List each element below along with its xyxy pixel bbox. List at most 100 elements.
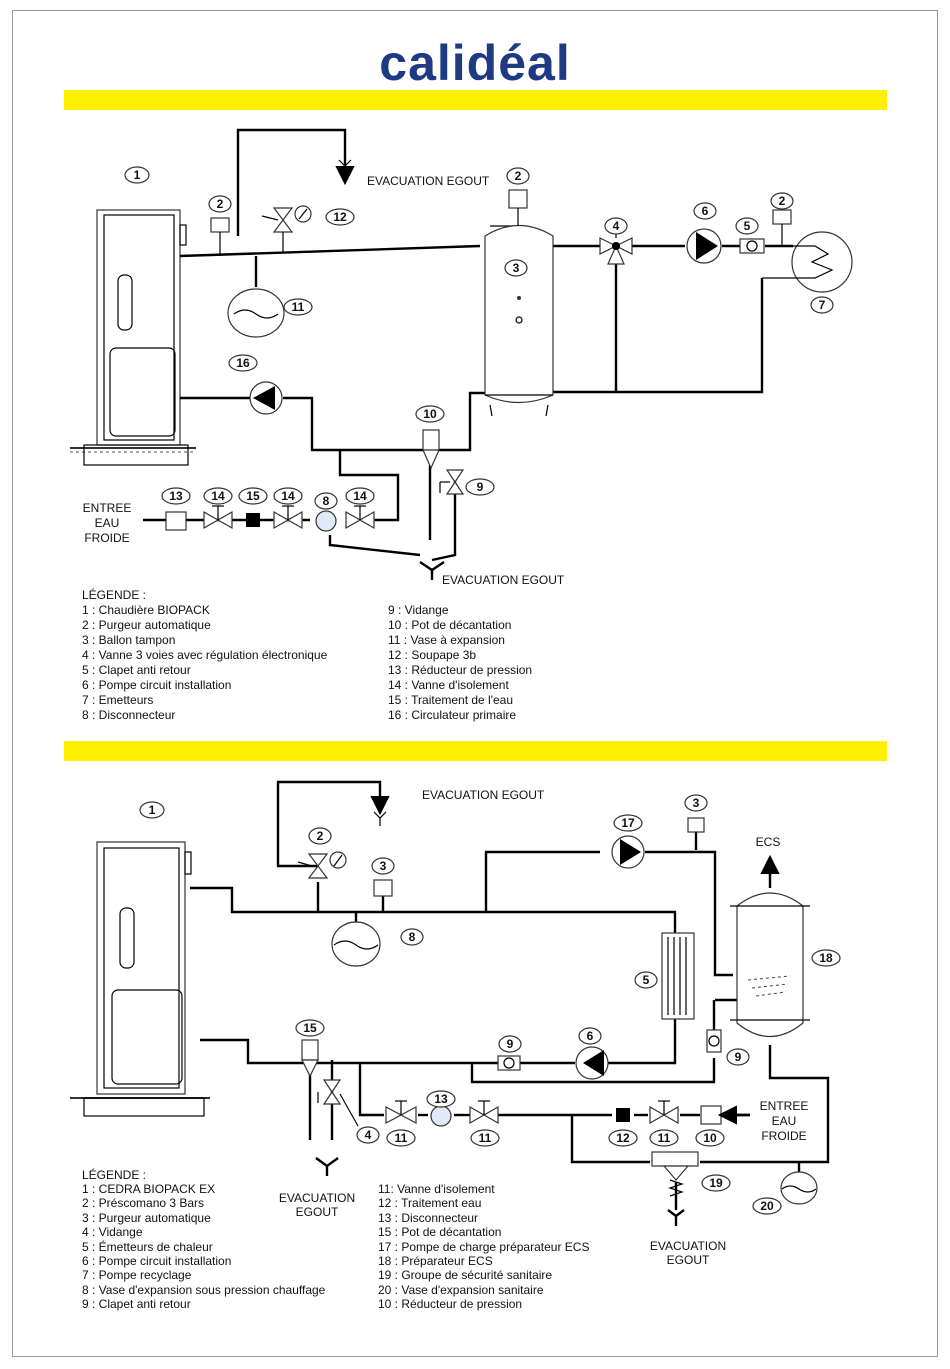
svg-text:17: 17 (621, 816, 635, 830)
callout: 13 (426, 1090, 456, 1108)
svg-text:14: 14 (211, 489, 225, 503)
svg-text:15 : Pot de décantation: 15 : Pot de décantation (378, 1225, 501, 1239)
svg-text:13 : Réducteur de pression: 13 : Réducteur de pression (388, 663, 532, 677)
svg-text:11: 11 (658, 1131, 671, 1145)
three-way-valve-icon (599, 228, 633, 265)
buffer-tank-3 (484, 225, 554, 417)
svg-text:11: Vanne d'isolement: 11: Vanne d'isolement (378, 1182, 495, 1196)
diagram-2: EVACUATION EGOUT EVACUATION EGOUT EVACUA… (70, 780, 841, 1311)
svg-text:3: 3 (380, 859, 387, 873)
svg-text:12 : Traitement eau: 12 : Traitement eau (378, 1196, 481, 1210)
callout: 8 (314, 492, 338, 510)
svg-text:4 : Vidange: 4 : Vidange (82, 1225, 143, 1239)
svg-text:4: 4 (365, 1128, 372, 1142)
svg-text:19: 19 (709, 1176, 723, 1190)
callout: 4 (356, 1126, 380, 1144)
drain-icon (373, 811, 387, 826)
legend-title: LÉGENDE : (82, 1167, 146, 1182)
svg-text:18: 18 (819, 951, 833, 965)
callout: 15 (295, 1019, 325, 1037)
callout: 2 (308, 827, 332, 845)
disconnector-icon (430, 1105, 452, 1127)
callout: 1 (124, 166, 150, 184)
callout: 9 (498, 1035, 522, 1053)
drain-icon (419, 561, 445, 580)
svg-text:10 : Pot de décantation: 10 : Pot de décantation (388, 618, 511, 632)
disconnector-icon (315, 510, 337, 532)
svg-text:1 : CEDRA BIOPACK EX: 1 : CEDRA BIOPACK EX (82, 1182, 215, 1196)
callout: 5 (735, 217, 759, 235)
svg-text:8: 8 (323, 494, 330, 508)
svg-text:14: 14 (281, 489, 295, 503)
svg-text:1 : Chaudière BIOPACK: 1 : Chaudière BIOPACK (82, 603, 210, 617)
isolation-valve-icon (469, 1100, 499, 1125)
svg-text:15: 15 (246, 489, 260, 503)
pump-icon (686, 228, 722, 264)
svg-text:5: 5 (643, 973, 650, 987)
isolation-valve-icon (203, 505, 233, 530)
drain-label: EVACUATION (279, 1191, 355, 1205)
svg-text:7 : Pompe recyclage: 7 : Pompe recyclage (82, 1268, 192, 1282)
legend-left: 1 : Chaudière BIOPACK 2 : Purgeur automa… (82, 603, 328, 722)
drain-label: EVACUATION EGOUT (442, 573, 565, 587)
svg-text:3 : Purgeur automatique: 3 : Purgeur automatique (82, 1211, 211, 1225)
logo-text: calidéal (379, 35, 571, 91)
decanter-icon (422, 429, 440, 470)
svg-text:2: 2 (317, 829, 324, 843)
svg-text:19 : Groupe de sécurité sanita: 19 : Groupe de sécurité sanitaire (378, 1268, 552, 1282)
svg-text:20 : Vase d'expansion sanitair: 20 : Vase d'expansion sanitaire (378, 1283, 544, 1297)
dhw-tank-18 (730, 892, 810, 1037)
callout: 14 (203, 487, 233, 505)
drain-icon (338, 159, 352, 172)
svg-text:9: 9 (507, 1037, 514, 1051)
svg-text:7: 7 (819, 298, 826, 312)
expansion-vessel-icon (780, 1171, 818, 1205)
circulator-icon (249, 381, 283, 415)
callout: 9 (726, 1048, 750, 1066)
svg-text:4 : Vanne 3 voies avec régulat: 4 : Vanne 3 voies avec régulation électr… (82, 648, 328, 662)
svg-text:9 : Clapet anti retour: 9 : Clapet anti retour (82, 1297, 191, 1311)
svg-text:12 : Soupape 3b: 12 : Soupape 3b (388, 648, 476, 662)
svg-text:13: 13 (434, 1092, 448, 1106)
pressure-reducer-icon (165, 511, 187, 531)
svg-text:8 : Disconnecteur: 8 : Disconnecteur (82, 708, 175, 722)
callouts-2: 1 2 3 3 4 5 6 8 9 9 10 11 11 11 12 13 15… (139, 794, 841, 1215)
drain-label: EVACUATION EGOUT (422, 788, 545, 802)
pressure-reducer-icon (700, 1105, 722, 1125)
svg-text:15: 15 (303, 1021, 317, 1035)
callout: 2 (770, 192, 794, 210)
callout: 14 (273, 487, 303, 505)
boiler-1 (70, 209, 196, 466)
safety-group-icon (651, 1151, 699, 1197)
svg-text:16 : Circulateur primaire: 16 : Circulateur primaire (388, 708, 516, 722)
svg-text:2 : Purgeur automatique: 2 : Purgeur automatique (82, 618, 211, 632)
svg-text:9 : Vidange: 9 : Vidange (388, 603, 449, 617)
callout: 6 (578, 1027, 602, 1045)
svg-text:13: 13 (169, 489, 183, 503)
callout: 2 (208, 195, 232, 213)
drain-icon (315, 1157, 339, 1176)
svg-text:17 : Pompe de charge préparate: 17 : Pompe de charge préparateur ECS (378, 1240, 589, 1254)
svg-text:3 : Ballon tampon: 3 : Ballon tampon (82, 633, 175, 647)
svg-text:2 : Préscomano 3 Bars: 2 : Préscomano 3 Bars (82, 1196, 204, 1210)
pump-icon (611, 835, 645, 869)
expansion-vessel-icon (331, 921, 381, 967)
svg-text:1: 1 (149, 803, 156, 817)
water-treatment-icon (246, 513, 260, 527)
drain-label: EVACUATION EGOUT (367, 174, 490, 188)
safety-valve-icon (261, 205, 312, 252)
svg-text:1: 1 (134, 168, 141, 182)
legend-title: LÉGENDE : (82, 587, 146, 602)
legend-right: 11: Vanne d'isolement 12 : Traitement ea… (378, 1182, 589, 1311)
svg-text:5 : Émetteurs de chaleur: 5 : Émetteurs de chaleur (82, 1239, 213, 1254)
callout: 1 (139, 801, 165, 819)
svg-text:10: 10 (703, 1131, 717, 1145)
callout: 4 (604, 217, 628, 235)
isolation-valve-icon (385, 1100, 417, 1124)
callout: 10 (695, 1129, 725, 1147)
boiler-1 (70, 841, 210, 1117)
cold-water-label: ENTREE (760, 1099, 809, 1113)
svg-text:12: 12 (616, 1131, 630, 1145)
callout: 11 (649, 1129, 679, 1147)
